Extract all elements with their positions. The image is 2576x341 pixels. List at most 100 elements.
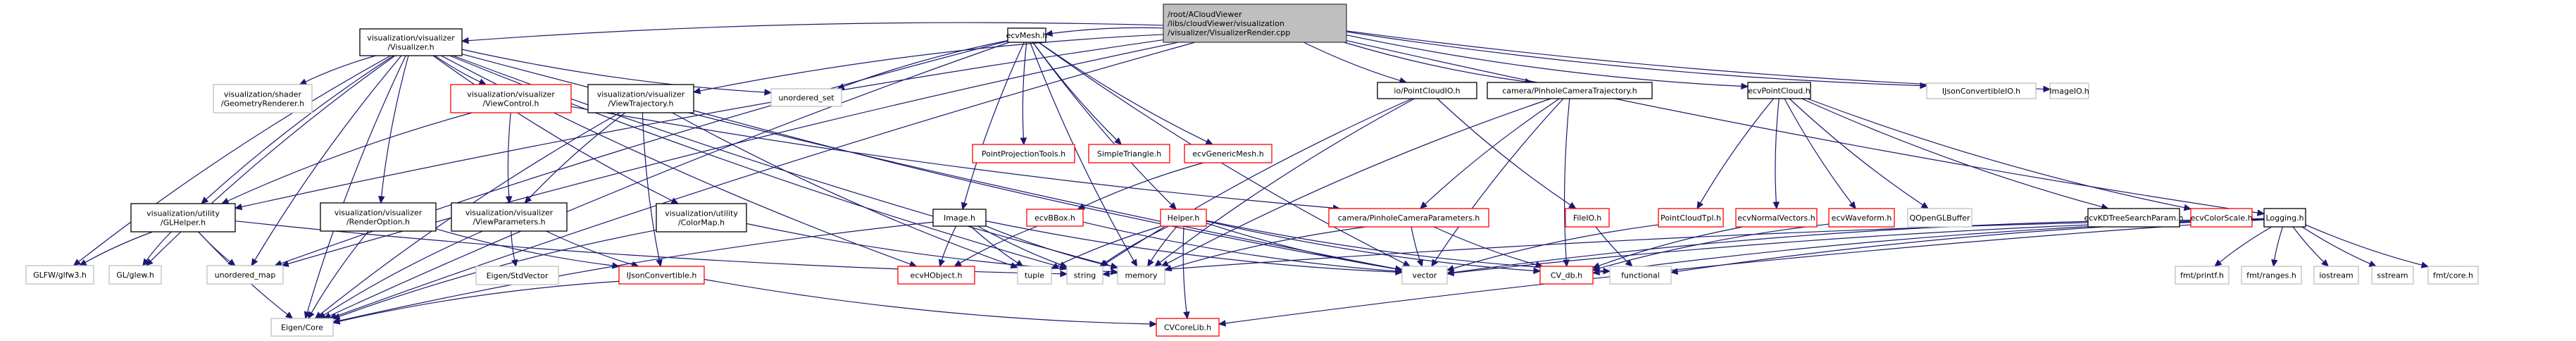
node-colormap-h[interactable]: visualization/utility/ColorMap.h xyxy=(656,203,747,232)
edge-ecvpointcloud_h-to-ecvcolorscale_h xyxy=(1807,98,2185,209)
node-label: string xyxy=(1074,271,1096,280)
edge-root-to-pointcloudio_h xyxy=(1303,42,1401,81)
node-tuple: tuple xyxy=(1017,266,1052,285)
node-box xyxy=(1160,209,1207,227)
edge-pointcloudio_h-to-string xyxy=(1106,98,1413,264)
node-ijsonconvertible-h[interactable]: IJsonConvertible.h xyxy=(618,266,705,285)
node-viewtrajectory-h[interactable]: visualization/visualizer/ViewTrajectory.… xyxy=(587,84,694,113)
node-label: memory xyxy=(1125,271,1158,280)
node-pointcloudtpl-h[interactable]: PointCloudTpl.h xyxy=(1658,208,1724,228)
arrowhead-icon xyxy=(201,197,209,204)
arrowhead-icon xyxy=(2368,260,2377,267)
edge-ecvmesh_h-to-ecvgenericmesh_h xyxy=(1038,42,1208,142)
node-ecvwaveform-h[interactable]: ecvWaveform.h xyxy=(1828,208,1895,228)
node-label: /visualizer/VisualizerRender.cpp xyxy=(1168,28,1290,37)
node-box xyxy=(1609,266,1672,285)
node-image-h[interactable]: Image.h xyxy=(932,209,987,227)
edge-logging_h-to-cvcorelib_h xyxy=(1225,219,2265,324)
edge-visualizer_h-to-unordered_set xyxy=(461,49,765,93)
node-box xyxy=(2241,266,2302,285)
node-fileio-h[interactable]: FileIO.h xyxy=(1565,208,1610,228)
edge-root-to-ecvmesh_h xyxy=(1051,27,1164,34)
node-label: Eigen/StdVector xyxy=(487,271,549,280)
node-root[interactable]: /root/ACloudViewer/libs/cloudViewer/visu… xyxy=(1163,4,1347,43)
node-box xyxy=(1539,266,1594,285)
node-pinholeparams-h[interactable]: camera/PinholeCameraParameters.h xyxy=(1328,208,1489,228)
arrowhead-icon xyxy=(2256,209,2265,216)
nodes-layer: /root/ACloudViewer/libs/cloudViewer/visu… xyxy=(25,4,2479,337)
node-box xyxy=(1747,82,1811,99)
node-ecvkdtree-h[interactable]: ecvKDTreeSearchParam.h xyxy=(2084,208,2184,228)
arrowhead-icon xyxy=(1741,82,1749,90)
node-iostream: iostream xyxy=(2313,266,2359,285)
arrowhead-icon xyxy=(234,203,243,211)
edge-viewtrajectory_h-to-ijsonconvertible_h xyxy=(642,112,660,261)
node-box xyxy=(1565,208,1610,228)
node-box xyxy=(1066,266,1103,285)
node-ecvpointcloud-h[interactable]: ecvPointCloud.h xyxy=(1747,82,1811,99)
node-cvcorelib-h[interactable]: CVCoreLib.h xyxy=(1156,318,1220,337)
edge-viewtrajectory_h-to-vector xyxy=(693,110,1396,270)
node-ecvbbox-h[interactable]: ecvBBox.h xyxy=(1026,209,1084,227)
arrowhead-icon xyxy=(1149,321,1158,328)
node-vector: vector xyxy=(1401,266,1448,285)
edge-viewcontrol_h-to-viewparameters_h xyxy=(507,112,511,197)
node-label: ecvKDTreeSearchParam.h xyxy=(2084,213,2183,223)
node-renderoption-h[interactable]: visualization/visualizer/RenderOption.h xyxy=(320,202,437,232)
node-ecvhobject-h[interactable]: ecvHObject.h xyxy=(897,266,975,285)
node-label: fmt/ranges.h xyxy=(2246,271,2296,280)
node-label: /ViewParameters.h xyxy=(473,218,545,227)
node-viewparameters-h[interactable]: visualization/visualizer/ViewParameters.… xyxy=(451,202,568,232)
node-label: unordered_map xyxy=(215,271,276,280)
node-pinholetraj-h[interactable]: camera/PinholeCameraTrajectory.h xyxy=(1487,82,1653,99)
arrowhead-icon xyxy=(1772,202,1780,210)
node-label: ecvGenericMesh.h xyxy=(1192,149,1263,159)
node-cv-db-h[interactable]: CV_db.h xyxy=(1539,266,1594,285)
node-logging-h[interactable]: Logging.h xyxy=(2263,208,2306,228)
arrowhead-icon xyxy=(2420,261,2430,268)
node-label: vector xyxy=(1413,271,1437,280)
node-box xyxy=(130,203,236,232)
edge-colormap_h-to-memory xyxy=(746,223,1112,273)
node-box xyxy=(270,318,334,337)
node-label: CV_db.h xyxy=(1551,271,1582,280)
edge-logging_h-to-fmt_core_h xyxy=(2305,224,2422,266)
node-visualizer-h[interactable]: visualization/visualizer/Visualizer.h xyxy=(359,28,463,56)
node-pointcloudio-h[interactable]: io/PointCloudIO.h xyxy=(1377,82,1477,99)
arrowhead-icon xyxy=(478,78,487,85)
node-viewcontrol-h[interactable]: visualization/visualizer/ViewControl.h xyxy=(450,84,572,113)
arrowhead-icon xyxy=(73,259,82,266)
node-simpletriangle-h[interactable]: SimpleTriangle.h xyxy=(1088,144,1170,163)
node-helper-h[interactable]: Helper.h xyxy=(1160,209,1207,227)
node-label: ImageIO.h xyxy=(2049,87,2089,96)
edge-ecvpointcloud_h-to-qopenglbuffer xyxy=(1789,98,1923,206)
edge-ecvmesh_h-to-memory xyxy=(1030,42,1134,261)
edge-ecvpointcloud_h-to-ecvnormalvectors_h xyxy=(1775,98,1780,203)
arrowhead-icon xyxy=(1110,263,1119,270)
arrowhead-icon xyxy=(1153,259,1163,267)
edge-viewtrajectory_h-to-tuple xyxy=(672,112,1012,266)
arrowhead-icon xyxy=(656,259,663,268)
arrowhead-icon xyxy=(2214,259,2222,267)
arrowhead-icon xyxy=(2183,204,2192,211)
node-ecvcolorscale-h[interactable]: ecvColorScale.h xyxy=(2190,208,2253,228)
edge-ecvpointcloud_h-to-ecvkdtree_h xyxy=(1801,98,2103,208)
node-eigen-core: Eigen/Core xyxy=(270,318,334,337)
node-box xyxy=(770,88,842,107)
node-label: SimpleTriangle.h xyxy=(1097,149,1161,159)
node-glhelper-h[interactable]: visualization/utility/GLHelper.h xyxy=(130,203,236,232)
arrowhead-icon xyxy=(1050,262,1059,269)
node-label: /root/ACloudViewer xyxy=(1168,10,1242,19)
node-label: visualization/visualizer xyxy=(465,209,554,218)
node-ecvgenericmesh-h[interactable]: ecvGenericMesh.h xyxy=(1184,144,1273,163)
node-pointprojectiontools-h[interactable]: PointProjectionTools.h xyxy=(972,144,1075,163)
node-label: GL/glew.h xyxy=(116,271,154,280)
edge-pointcloudtpl_h-to-vector xyxy=(1453,224,1659,269)
node-ecvnormalvectors-h[interactable]: ecvNormalVectors.h xyxy=(1735,208,1818,228)
node-box xyxy=(972,144,1075,163)
node-box xyxy=(1828,208,1895,228)
arrowhead-icon xyxy=(1402,260,1411,267)
node-label: io/PointCloudIO.h xyxy=(1394,87,1460,96)
arrowhead-icon xyxy=(318,311,327,319)
node-ecvmesh-h[interactable]: ecvMesh.h xyxy=(1006,27,1048,43)
